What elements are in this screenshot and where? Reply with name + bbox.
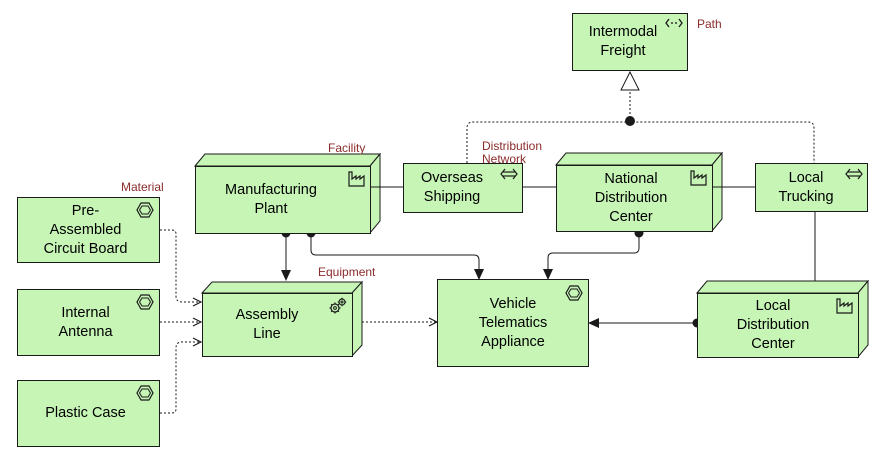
realization-arrowhead [620,70,640,91]
element-label: Pre- Assembled Circuit Board [43,202,128,257]
element-label: Assembly Line [235,307,299,342]
element-label: Manufacturing Plant [225,182,317,217]
distribution-network-icon [500,168,518,180]
element-label: Internal Antenna [58,304,113,340]
material-icon [565,285,583,301]
realization-connector [466,121,815,163]
element-label: National Distribution Center [594,171,668,225]
path-icon [665,18,683,28]
pre-assembled-circuit-board-element[interactable]: Pre- Assembled Circuit Board [17,197,160,263]
overseas-shipping-element[interactable]: Overseas Shipping [403,163,523,213]
equipment-icon [329,297,347,314]
material-icon [136,294,154,310]
internal-antenna-element[interactable]: Internal Antenna [17,289,160,356]
material-icon [136,202,154,218]
material-type-tag: Material [121,180,164,194]
facility-icon [690,170,707,186]
flow-connector [543,233,640,280]
node-depth-local-distribution-center [695,279,870,359]
connectors [160,70,816,414]
flow-connector [310,233,484,280]
facility-icon [836,298,853,314]
path-type-tag: Path [697,17,722,31]
local-distribution-center-node[interactable]: Local Distribution Center [697,293,859,358]
node-depth-national-distribution-center [554,151,724,233]
vehicle-telematics-appliance-element[interactable]: Vehicle Telematics Appliance [437,279,589,367]
intermodal-freight-element[interactable]: Intermodal Freight [572,13,688,71]
facility-type-tag: Facility [328,141,366,155]
element-label: Local Distribution Center [736,298,810,352]
material-icon [136,385,154,401]
node-depth-assembly-line [200,280,364,358]
junction-dot [625,116,635,126]
element-label: Overseas Shipping [420,170,484,205]
national-distribution-center-node[interactable]: National Distribution Center [556,165,713,232]
element-label: Local Trucking [778,169,834,205]
plastic-case-element[interactable]: Plastic Case [17,380,160,447]
distribution-network-type-tag: Distribution Network [482,139,543,166]
element-label: Intermodal Freight [588,24,658,59]
dotted-flow-connector [160,229,201,302]
element-label: Plastic Case [45,405,126,421]
assembly-line-node[interactable]: Assembly Line [202,293,353,357]
manufacturing-plant-node[interactable]: Manufacturing Plant [195,166,371,234]
element-label: Vehicle Telematics Appliance [478,295,548,350]
distribution-network-icon [845,168,863,180]
dotted-flow-connector [160,342,201,414]
equipment-type-tag: Equipment [318,265,376,279]
facility-icon [348,171,365,187]
local-trucking-element[interactable]: Local Trucking [755,163,868,212]
